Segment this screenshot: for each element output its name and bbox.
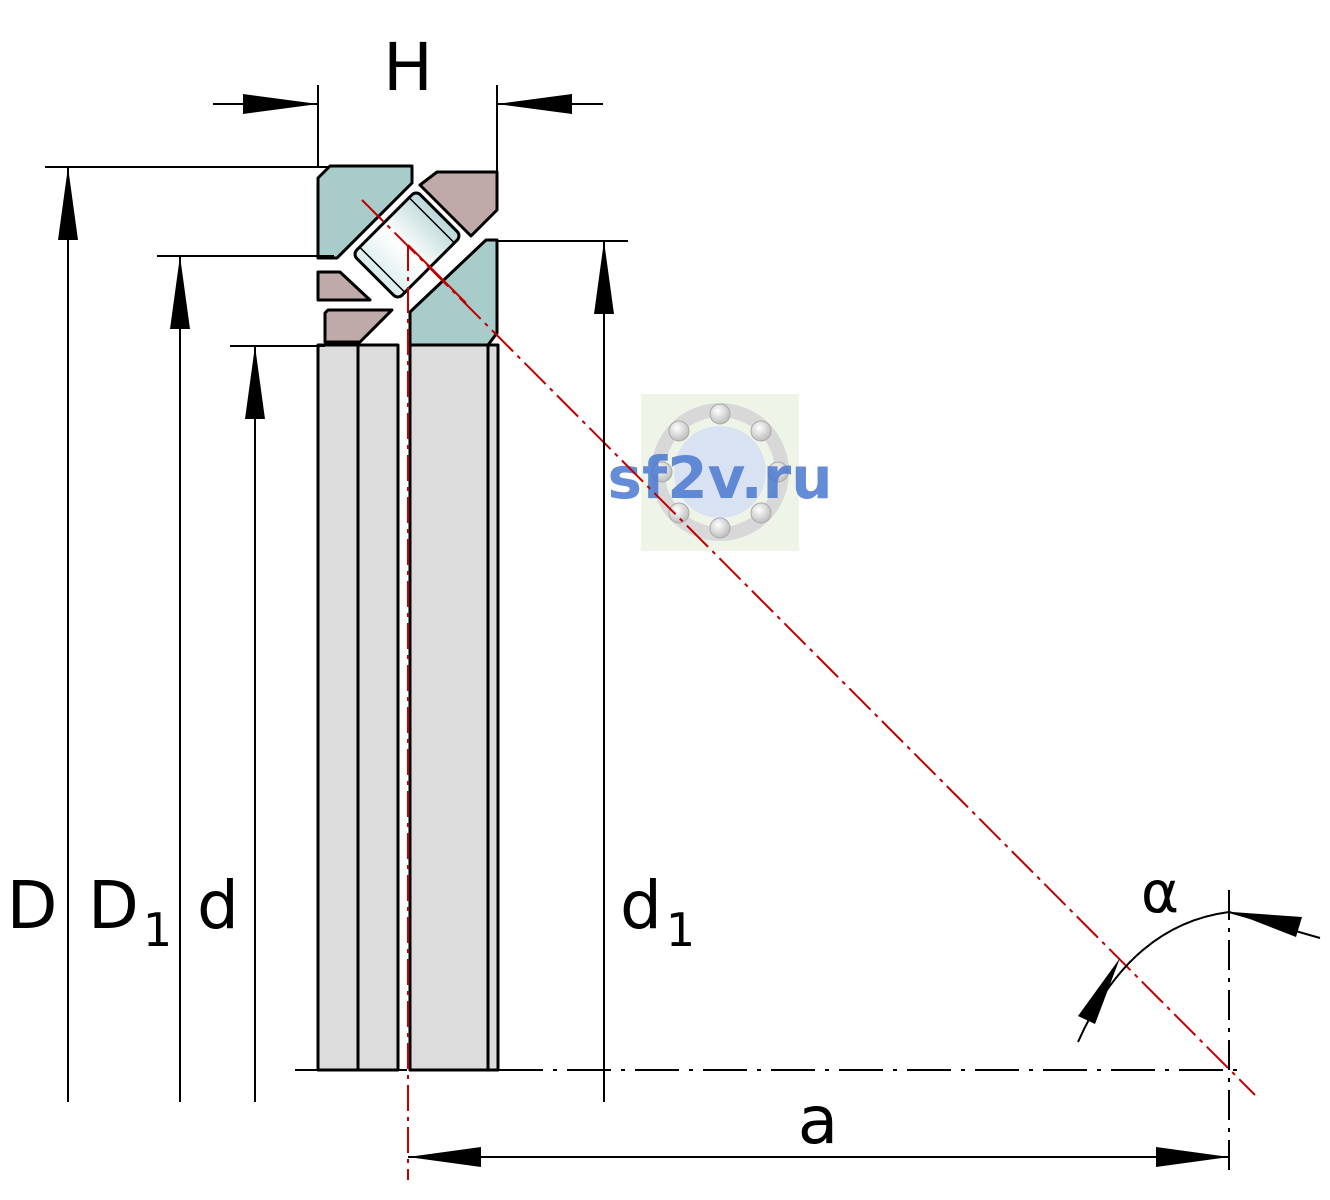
housing-washer-body <box>316 343 360 1072</box>
contact-line <box>361 199 1256 1096</box>
label-alpha: α <box>1141 858 1179 926</box>
label-d1-subscript: 1 <box>666 903 695 957</box>
alpha-angle-arc <box>1077 911 1230 1043</box>
bearing-section <box>316 164 500 1072</box>
housing-ring-pink-lower <box>323 308 394 344</box>
shaft-washer-body <box>408 343 490 1072</box>
shaft-ring-pink <box>418 170 499 238</box>
label-a: a <box>798 1082 838 1159</box>
watermark-text: sf2v.ru <box>607 444 832 512</box>
watermark-bearing-icon <box>674 426 766 518</box>
arrowheads <box>58 94 1302 1167</box>
label-H: H <box>383 29 433 106</box>
dimension-lines <box>45 85 1321 1170</box>
housing-ring-teal <box>316 164 414 260</box>
watermark: sf2v.ru <box>607 394 833 551</box>
dimension-labels: H D D1 d d1 a α <box>7 29 1180 1159</box>
label-d: d <box>197 867 239 944</box>
cage-body <box>356 343 400 1072</box>
housing-ring-pink <box>316 270 372 302</box>
label-d1: d1 <box>620 867 695 957</box>
label-D1-subscript: 1 <box>143 903 172 957</box>
label-D1: D1 <box>88 867 172 957</box>
label-D: D <box>7 867 58 944</box>
axis-lines <box>361 199 1256 1180</box>
